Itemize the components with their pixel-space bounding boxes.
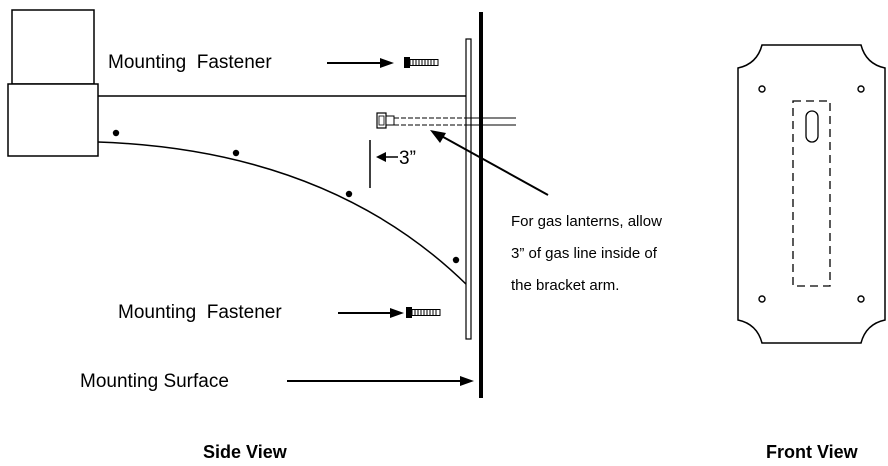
note-line-1: For gas lanterns, allow (511, 213, 662, 230)
arm-dots (112, 129, 460, 264)
mounting-plate (465, 38, 472, 340)
dimension-marker: 3” (369, 140, 416, 188)
gas-lantern-note: For gas lanterns, allow 3” of gas line i… (511, 213, 662, 294)
bottom-fastener-callout: Mounting Fastener (118, 302, 441, 323)
screw-icon-top (404, 57, 439, 68)
lantern-bottom-box (7, 83, 99, 157)
front-plate-outline (737, 44, 886, 344)
note-line-2: 3” of gas line inside of (511, 245, 658, 262)
side-view-title: Side View (203, 442, 288, 462)
mounting-surface-label: Mounting Surface (80, 371, 229, 392)
front-view: Front View (737, 44, 886, 462)
hidden-arm-outline (792, 100, 831, 287)
screw-icon-bottom (406, 307, 441, 318)
mounting-fastener-bottom-label: Mounting Fastener (118, 302, 282, 323)
lantern-top-box (11, 9, 95, 85)
mounting-fastener-top-label: Mounting Fastener (108, 52, 272, 73)
front-view-title: Front View (766, 442, 859, 462)
front-plate-holes (758, 85, 865, 303)
side-view: 3” For gas lanterns, allow 3” of gas lin… (7, 9, 662, 462)
top-fastener-callout: Mounting Fastener (108, 52, 439, 73)
note-leader (430, 130, 549, 196)
gas-line-slot (805, 110, 819, 143)
note-line-3: the bracket arm. (511, 277, 619, 294)
dimension-label: 3” (399, 148, 416, 169)
bracket-arm-curve (97, 141, 469, 287)
mounting-surface-callout: Mounting Surface (80, 371, 474, 392)
gas-line (376, 112, 516, 129)
